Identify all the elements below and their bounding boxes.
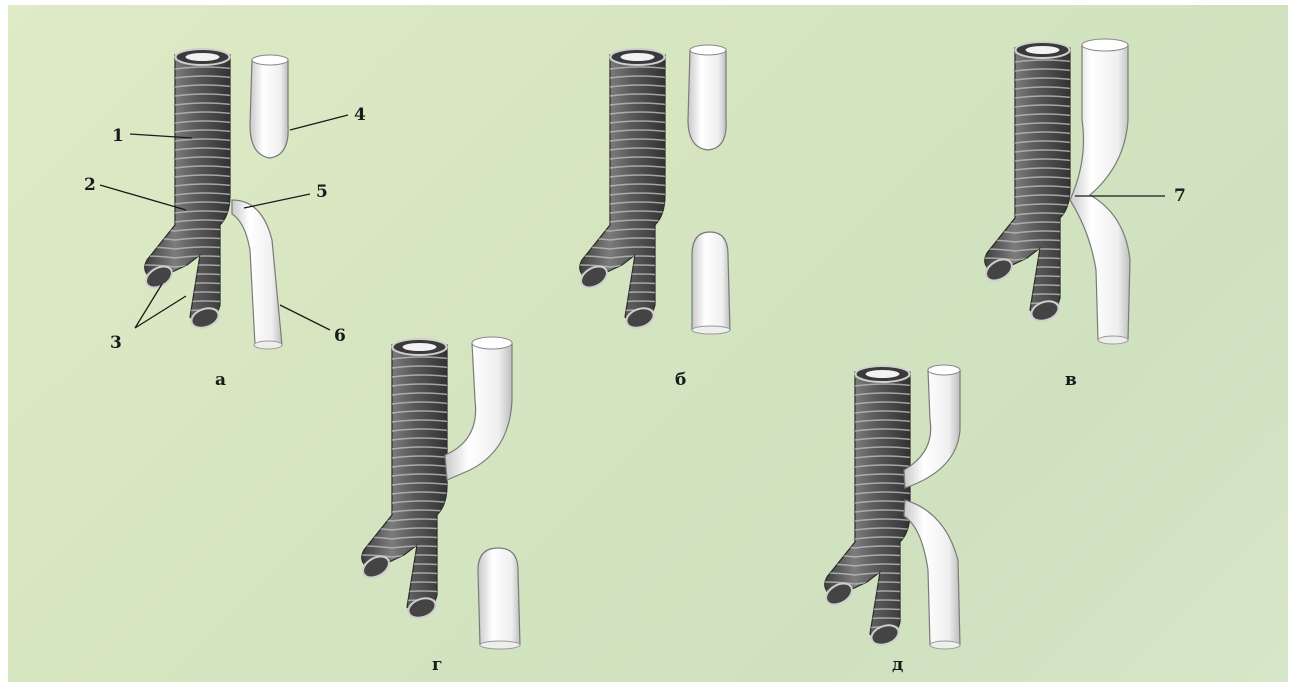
callout-3: 3	[110, 333, 122, 353]
panel-label-d: г	[432, 655, 442, 675]
callout-7: 7	[1174, 186, 1186, 206]
callout-4: 4	[354, 105, 366, 125]
callout-2: 2	[84, 175, 96, 195]
panel-label-b: б	[675, 370, 686, 390]
callout-1: 1	[112, 126, 124, 146]
panel-label-e: д	[892, 655, 903, 675]
panel-a-illustration	[100, 49, 348, 349]
callout-6: 6	[334, 326, 346, 346]
panel-c-illustration	[982, 39, 1165, 344]
panel-label-c: в	[1065, 370, 1077, 390]
panel-b-illustration	[577, 45, 730, 334]
callout-5: 5	[316, 182, 328, 202]
panel-d-illustration	[359, 337, 520, 649]
panel-e-illustration	[822, 365, 960, 649]
panel-label-a: а	[215, 370, 226, 390]
